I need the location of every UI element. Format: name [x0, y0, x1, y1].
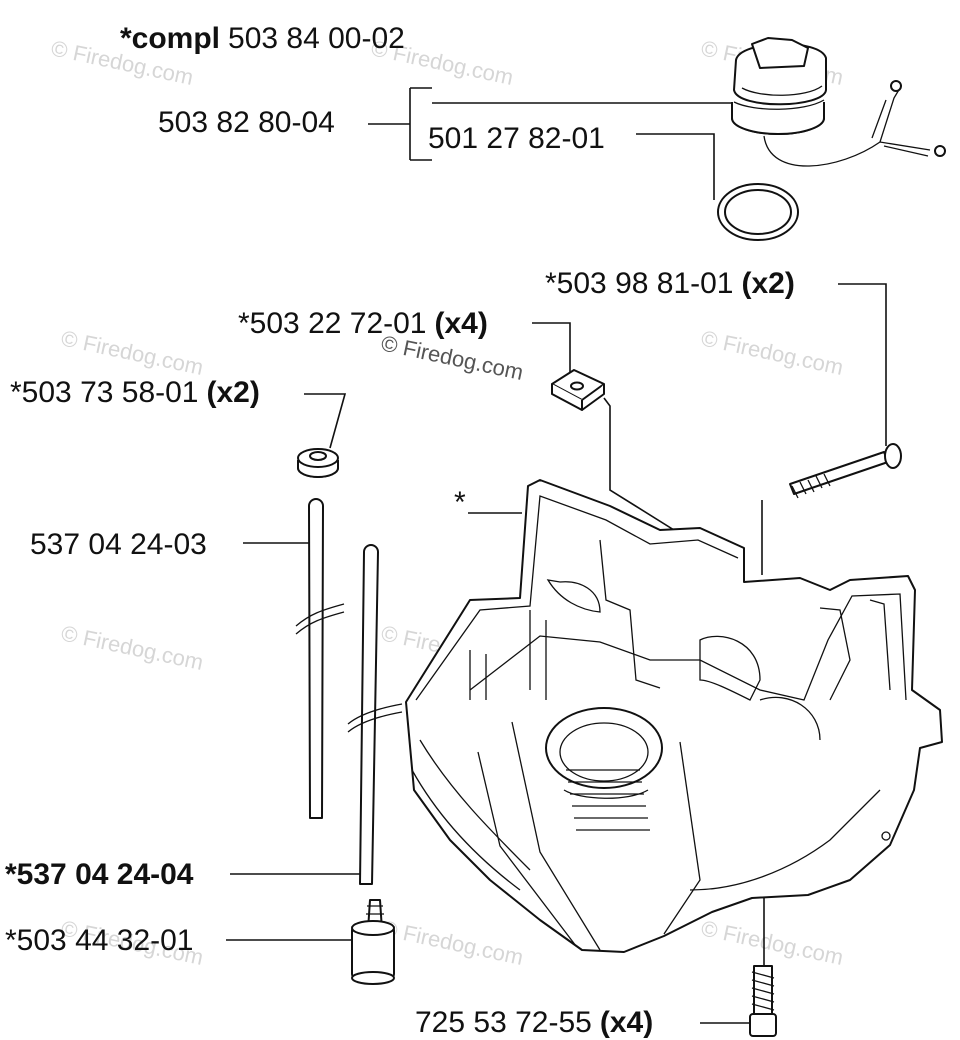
clip-icon [551, 369, 605, 411]
o-ring-leader [636, 133, 715, 200]
screw-top-number: *503 98 81-01 [545, 267, 734, 300]
screw-top-qty: (x2) [742, 267, 795, 300]
hose-2-icon [347, 544, 403, 885]
filter-label: *503 44 32-01 [5, 924, 194, 957]
screw-top-leader [838, 283, 887, 446]
screw-bottom-label: 725 53 72-55(x4) [415, 1006, 653, 1039]
screw-top-icon [789, 443, 902, 499]
watermark: © Firedog.com [379, 915, 526, 970]
screw-bottom-number: 725 53 72-55 [415, 1006, 592, 1039]
hose-1-icon [295, 498, 345, 819]
cap-bracket [368, 87, 432, 161]
screw-bottom-icon [749, 965, 777, 1037]
leader-lines [226, 87, 887, 1024]
clip-qty: (x4) [435, 307, 488, 340]
watermark: © Firedog.com [59, 325, 206, 380]
clip-number: *503 22 72-01 [238, 307, 427, 340]
fuel-cap-icon [731, 37, 946, 167]
grommet-leader [304, 393, 347, 449]
grommet-number: *503 73 58-01 [10, 376, 199, 409]
screw-bottom-qty: (x4) [600, 1006, 653, 1039]
watermark: © Firedog.com [59, 620, 206, 675]
o-ring-label: 501 27 82-01 [428, 122, 605, 155]
fuel-filter-icon [351, 899, 395, 985]
screw-top-label: *503 98 81-01(x2) [545, 267, 795, 300]
watermark: © Firedog.com [699, 325, 846, 380]
clip-leader [532, 322, 571, 375]
clip-leader-2 [603, 397, 691, 541]
tank-marker-label: * [454, 486, 466, 519]
fuel-tank-icon [405, 479, 943, 953]
grommet-icon [297, 448, 339, 478]
grommet-label: *503 73 58-01(x2) [10, 376, 260, 409]
cap-assembly-label: 503 82 80-04 [158, 106, 335, 139]
o-ring-icon [717, 183, 799, 241]
hose-2-label: *537 04 24-04 [5, 858, 194, 891]
watermark: © Firedog.com [699, 915, 846, 970]
grommet-qty: (x2) [207, 376, 260, 409]
clip-label: *503 22 72-01(x4) [238, 307, 488, 340]
compl-prefix: *compl [120, 22, 220, 55]
hose-1-label: 537 04 24-03 [30, 528, 207, 561]
compl-number: 503 84 00-02 [228, 22, 405, 55]
